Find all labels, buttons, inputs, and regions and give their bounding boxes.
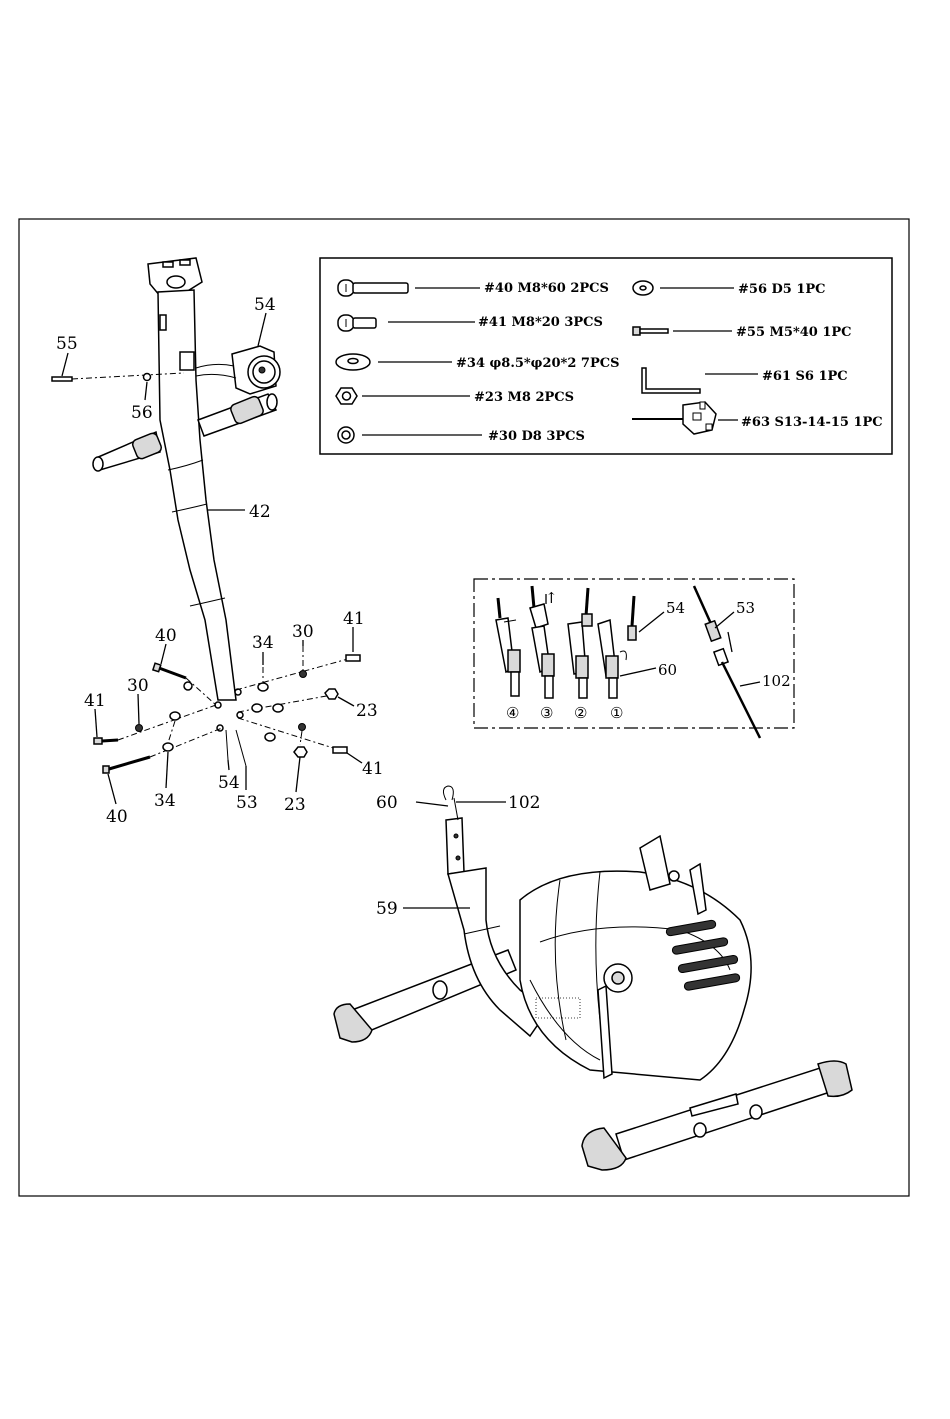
- bike-frame: [334, 786, 852, 1170]
- connector-step-4: [496, 598, 520, 696]
- parts-list-item-41: #41 M8*20 3PCS: [478, 315, 603, 330]
- hex-nut-icon: [336, 388, 357, 404]
- allen-key-icon: [642, 368, 700, 393]
- callout-60: 60: [376, 793, 398, 813]
- parts-list-item-34: #34 φ8.5*φ20*2 7PCS: [456, 356, 619, 371]
- parts-list-box: #40 M8*60 2PCS #41 M8*20 3PCS #34 φ8.5*φ…: [320, 258, 892, 454]
- callout-34-bottom: 34: [154, 791, 176, 811]
- callout-23-right: 23: [356, 701, 378, 721]
- callout-42: 42: [249, 502, 271, 522]
- step-label-3: ③: [540, 704, 553, 722]
- callout-59: 59: [376, 899, 398, 919]
- parts-list-item-63: #63 S13-14-15 1PC: [741, 415, 883, 430]
- callout-41-left: 41: [84, 691, 106, 711]
- callout-54-bottom: 54: [218, 773, 240, 793]
- parts-list-item-56: #56 D5 1PC: [738, 282, 826, 297]
- cable-detail-box: ↑ 54 60 ④ ③ ② ①: [474, 579, 794, 738]
- bolt-long-icon: [338, 280, 408, 296]
- callout-30-top: 30: [292, 622, 314, 642]
- screw-icon: [633, 327, 668, 335]
- connector-step-1: [598, 596, 636, 698]
- step-label-1: ①: [610, 704, 623, 722]
- callout-41-top: 41: [343, 609, 365, 629]
- parts-list-item-40: #40 M8*60 2PCS: [484, 281, 609, 296]
- callout-53-bottom: 53: [236, 793, 258, 813]
- callout-40-top: 40: [155, 626, 177, 646]
- parts-list-item-61: #61 S6 1PC: [762, 369, 848, 384]
- callout-102: 102: [508, 793, 540, 813]
- detail-callout-54: 54: [666, 599, 685, 617]
- detail-callout-60: 60: [658, 661, 677, 679]
- callout-23-bottom: 23: [284, 795, 306, 815]
- callout-54-top: 54: [254, 295, 276, 315]
- callout-55: 55: [56, 334, 78, 354]
- step-label-4: ④: [506, 704, 519, 722]
- callout-34-top: 34: [252, 633, 274, 653]
- parts-list-item-30: #30 D8 3PCS: [488, 429, 585, 444]
- step-label-2: ②: [574, 704, 587, 722]
- console-54: [196, 313, 280, 394]
- spanner-icon: [632, 402, 716, 434]
- callout-56: 56: [131, 403, 153, 423]
- bolt-short-icon: [338, 315, 376, 331]
- washer-curved-icon: [336, 354, 370, 370]
- detail-callout-102: 102: [762, 672, 791, 690]
- detail-callout-53: 53: [736, 599, 755, 617]
- small-washer-icon: [633, 281, 653, 295]
- connector-step-3: ↑: [530, 586, 558, 698]
- callout-30-left: 30: [127, 676, 149, 696]
- connector-step-2: [568, 588, 592, 698]
- spring-washer-icon: [338, 427, 354, 443]
- parts-list-item-23: #23 M8 2PCS: [474, 390, 574, 405]
- callout-40-bottom: 40: [106, 807, 128, 827]
- callout-41-right: 41: [362, 759, 384, 779]
- svg-text:↑: ↑: [545, 589, 558, 607]
- parts-list-item-55: #55 M5*40 1PC: [736, 325, 852, 340]
